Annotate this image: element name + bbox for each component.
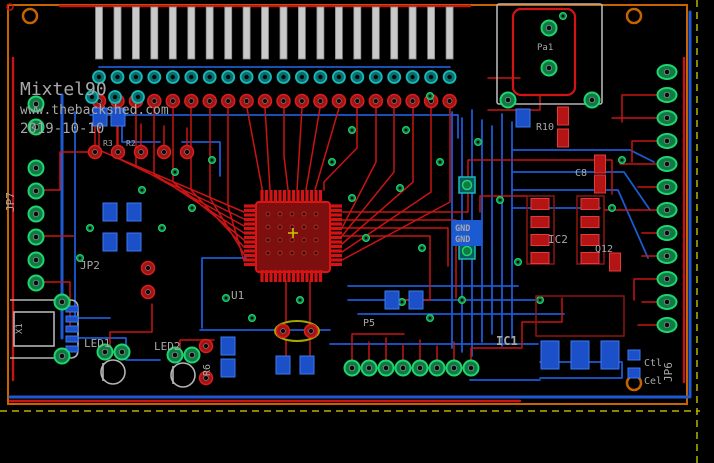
r10-c8-passives[interactable]: R10 C8 bbox=[515, 106, 606, 194]
module-top-right[interactable]: Pa1 bbox=[496, 3, 603, 109]
ic1-component[interactable]: IC1 Ctl Cel bbox=[496, 295, 662, 387]
left-passives[interactable]: R3 R2 bbox=[27, 90, 195, 300]
gnd-label-box bbox=[452, 220, 482, 246]
jp7-header[interactable]: JP7 JP2 bbox=[4, 159, 100, 292]
copper-top-traces bbox=[8, 4, 686, 403]
label-jp7: JP7 bbox=[4, 192, 17, 212]
label-led1: LED1 bbox=[84, 337, 111, 350]
bottom-pad-row[interactable]: P5 bbox=[343, 290, 480, 377]
label-c8: C8 bbox=[575, 168, 587, 179]
board-url: www.thebackshed.com bbox=[20, 103, 169, 118]
r6-component[interactable]: R6 bbox=[198, 336, 236, 386]
qfp-chip-u1[interactable]: U1 bbox=[231, 190, 342, 302]
crystal-component[interactable] bbox=[274, 320, 320, 375]
label-ic1: IC1 bbox=[496, 334, 518, 348]
label-pa1: Pa1 bbox=[537, 43, 553, 53]
label-jp2: JP2 bbox=[80, 259, 100, 272]
label-gnd-bottom: GND bbox=[455, 235, 470, 245]
usb-connector-x1[interactable]: X1 bbox=[10, 293, 79, 365]
title-block: Mixtel90 www.thebackshed.com 2019-10-10 bbox=[20, 79, 169, 137]
label-jp6: JP6 bbox=[662, 362, 675, 382]
board-date: 2019-10-10 bbox=[20, 121, 104, 137]
jp6-header[interactable]: JP6 bbox=[656, 64, 678, 382]
qfp-thermal-vias bbox=[265, 211, 319, 256]
label-q12: Q12 bbox=[595, 244, 613, 255]
label-ctl: Ctl bbox=[644, 358, 662, 369]
label-u1: U1 bbox=[231, 289, 244, 302]
label-x1: X1 bbox=[15, 323, 25, 334]
label-r3: R3 bbox=[103, 139, 113, 148]
top-header-pins bbox=[95, 6, 454, 60]
gnd-block: GND GND bbox=[452, 176, 482, 260]
mounting-hole bbox=[625, 7, 643, 25]
label-led2: LED2 bbox=[154, 340, 181, 353]
label-p5: P5 bbox=[363, 318, 375, 329]
board-title: Mixtel90 bbox=[20, 79, 107, 100]
label-cel: Cel bbox=[644, 376, 662, 387]
label-r6: R6 bbox=[202, 364, 213, 376]
label-gnd-top: GND bbox=[455, 224, 470, 234]
label-ic2: IC2 bbox=[548, 233, 568, 246]
label-r2: R2 bbox=[126, 139, 136, 148]
ic2-component[interactable]: IC2 Q12 bbox=[526, 195, 621, 272]
led1-component[interactable]: LED1 bbox=[84, 337, 131, 385]
origin-cross-icon bbox=[288, 228, 298, 238]
top-header-pad-row-upper[interactable] bbox=[92, 70, 457, 84]
led2-component[interactable]: LED2 bbox=[154, 340, 201, 388]
mounting-hole bbox=[21, 7, 39, 25]
label-r10: R10 bbox=[536, 122, 554, 133]
